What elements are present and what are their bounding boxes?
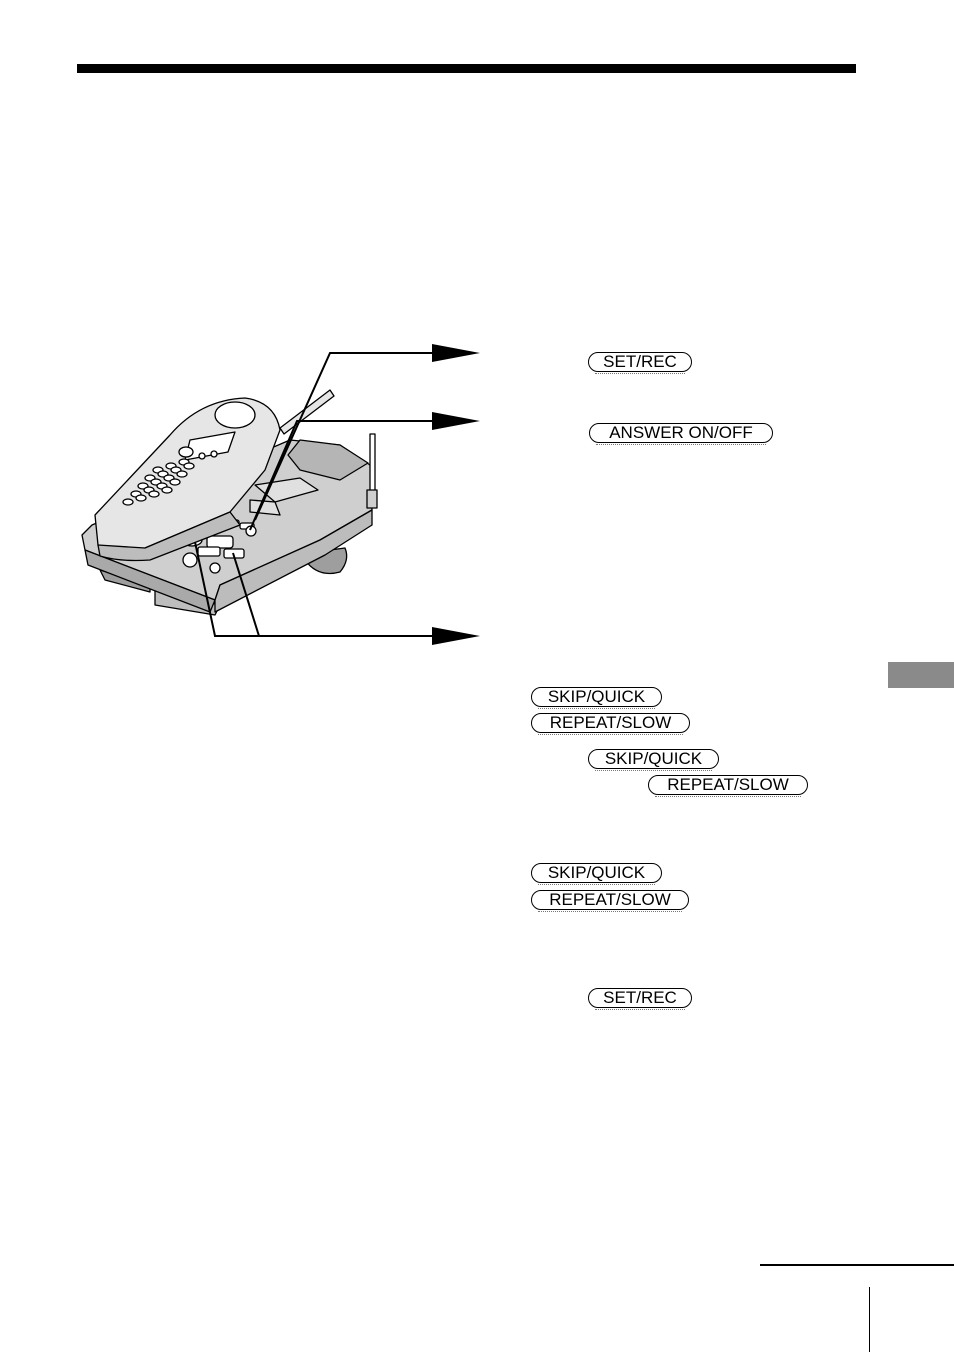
repeat-slow-key: REPEAT/SLOW <box>648 775 808 797</box>
handset-antenna-icon <box>279 389 335 435</box>
footer-divider <box>869 1287 870 1352</box>
set-rec-key: SET/REC <box>588 988 692 1010</box>
base-antenna-icon <box>366 433 378 509</box>
set-rec-key: SET/REC <box>588 352 692 374</box>
arrow-pointer-icon <box>432 412 480 430</box>
callout-answer-on-off <box>249 412 480 531</box>
skip-quick-key: SKIP/QUICK <box>531 687 662 709</box>
arrow-pointer-icon <box>432 627 480 645</box>
arrow-pointer-icon <box>432 344 480 362</box>
header-rule <box>77 64 856 73</box>
callout-skip-repeat <box>194 541 480 645</box>
skip-quick-key: SKIP/QUICK <box>588 749 719 771</box>
footer-rule <box>760 1264 954 1266</box>
skip-quick-key: SKIP/QUICK <box>531 863 662 885</box>
section-tab-marker <box>888 662 954 688</box>
repeat-slow-key: REPEAT/SLOW <box>531 713 690 735</box>
repeat-slow-key: REPEAT/SLOW <box>531 890 689 912</box>
answer-on-off-key: ANSWER ON/OFF <box>589 423 773 445</box>
callout-set-rec <box>254 344 480 521</box>
handset-icon <box>94 397 281 562</box>
